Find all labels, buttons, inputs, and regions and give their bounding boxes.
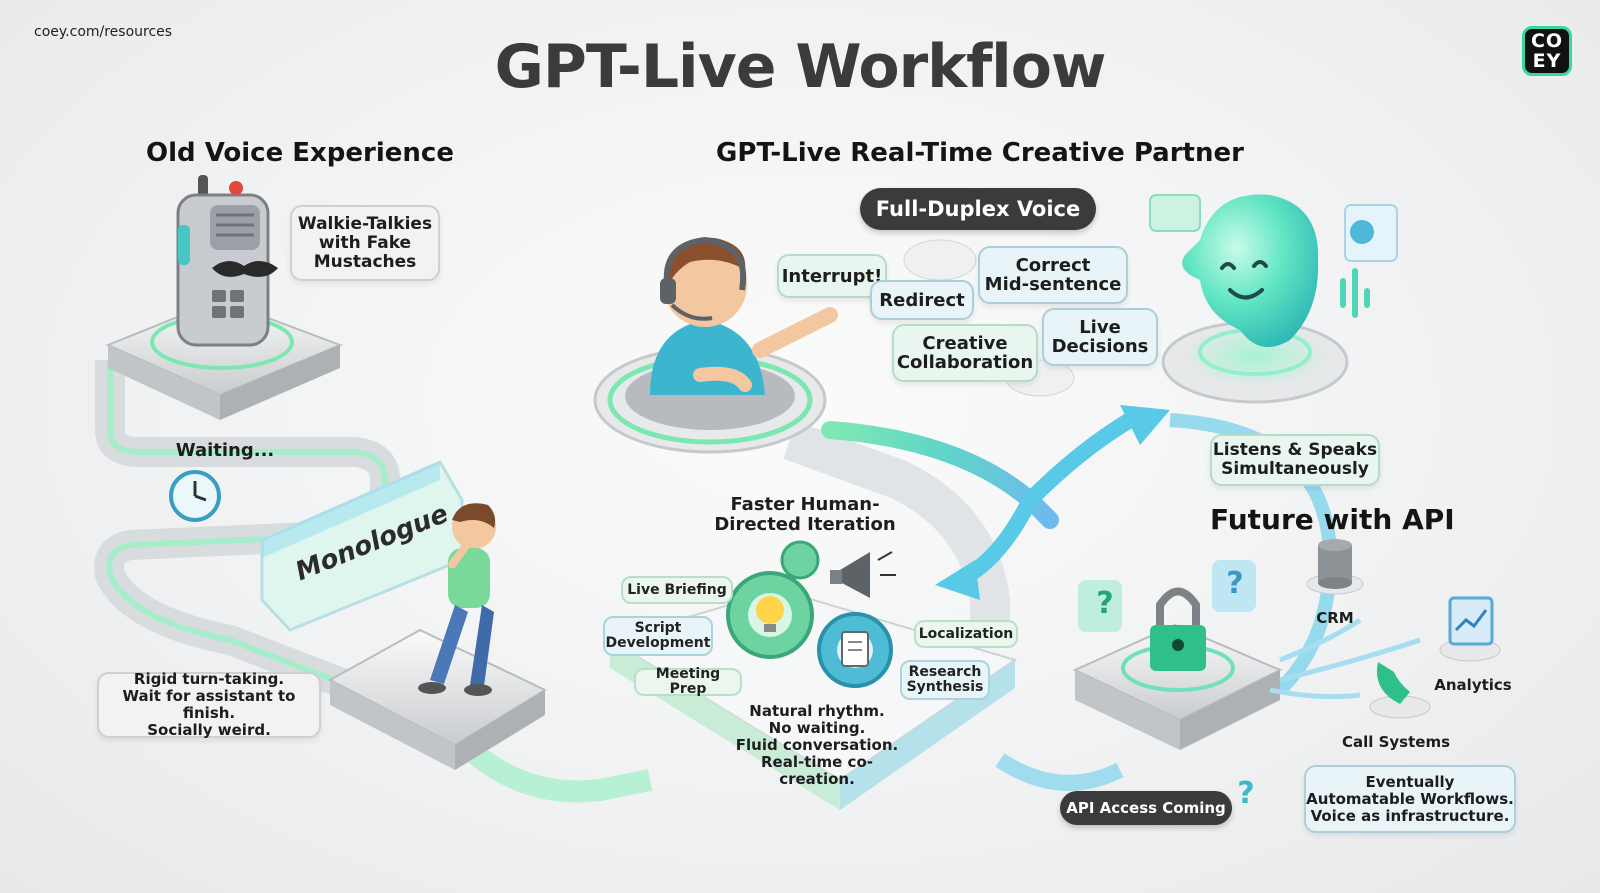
bubble-interrupt: Interrupt! xyxy=(777,254,887,298)
api-hub xyxy=(1072,617,1421,750)
automatable-workflows: Eventually Automatable Workflows. Voice … xyxy=(1304,765,1516,833)
ai-platform xyxy=(1161,320,1349,404)
waiting-label: Waiting... xyxy=(175,440,275,461)
listens-speaks-label: Listens & Speaks Simultaneously xyxy=(1210,434,1380,486)
walkie-platform xyxy=(105,298,343,420)
call-systems-label: Call Systems xyxy=(1341,733,1451,751)
crm-label: CRM xyxy=(1316,609,1354,627)
headset-person-icon xyxy=(650,236,838,395)
future-section-title: Future with API xyxy=(1210,503,1455,536)
walkie-talkie-icon xyxy=(176,175,270,347)
api-access-pill: API Access Coming xyxy=(1060,791,1232,825)
page-title: GPT-Live Workflow xyxy=(494,32,1107,102)
bubble-creative: Creative Collaboration xyxy=(892,324,1038,382)
question-icon xyxy=(1078,560,1256,632)
clock-icon xyxy=(169,470,221,522)
tag-script-development: Script Development xyxy=(603,616,713,656)
lock-icon xyxy=(1150,587,1206,671)
phone-icon xyxy=(1369,662,1431,719)
thinking-person-icon xyxy=(418,503,496,696)
old-section-title: Old Voice Experience xyxy=(146,138,454,168)
database-icon xyxy=(1306,539,1364,595)
tag-localization: Localization xyxy=(914,620,1018,648)
lightbulb-icon xyxy=(756,596,784,632)
bubble-correct: Correct Mid-sentence xyxy=(978,246,1128,304)
iteration-title: Faster Human- Directed Iteration xyxy=(714,494,896,535)
full-duplex-pill: Full-Duplex Voice xyxy=(860,188,1096,230)
tag-live-briefing: Live Briefing xyxy=(621,576,733,604)
rhythm-description: Natural rhythm. No waiting. Fluid conver… xyxy=(735,702,899,788)
analytics-icon xyxy=(1439,596,1501,662)
tag-meeting-prep: Meeting Prep xyxy=(634,667,742,697)
walkie-bubble: Walkie-Talkies with Fake Mustaches xyxy=(290,205,440,281)
megaphone-icon xyxy=(830,551,896,598)
mustache-icon xyxy=(212,260,278,277)
logo-row-2: EY xyxy=(1532,50,1562,72)
tag-research-synthesis: Research Synthesis xyxy=(900,660,990,700)
live-section-title: GPT-Live Real-Time Creative Partner xyxy=(716,138,1244,168)
bubble-decisions: Live Decisions xyxy=(1042,308,1158,366)
logo-row-1: CO xyxy=(1530,30,1564,52)
bubble-redirect: Redirect xyxy=(870,280,974,320)
old-description: Rigid turn-taking. Wait for assistant to… xyxy=(97,671,321,739)
question-mark-api: ? xyxy=(1237,776,1255,811)
question-mark-right: ? xyxy=(1226,566,1244,601)
analytics-label: Analytics xyxy=(1434,676,1512,694)
person-platform xyxy=(327,628,548,770)
ai-blob-icon xyxy=(1149,194,1398,348)
document-icon xyxy=(841,631,869,667)
site-url[interactable]: coey.com/resources xyxy=(34,24,173,40)
coey-logo: CO EY xyxy=(1522,26,1572,76)
question-mark-left: ? xyxy=(1096,586,1114,621)
